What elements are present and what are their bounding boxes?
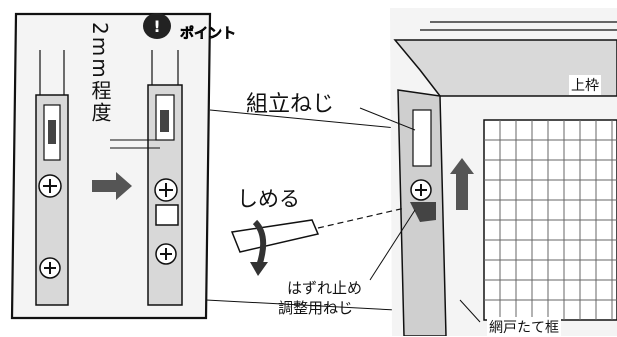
point-badge-icon: !	[143, 13, 171, 39]
right-arrow-icon	[92, 172, 132, 200]
up-arrow-icon	[450, 158, 474, 210]
rail-after	[110, 50, 183, 306]
detail-inset-panel	[10, 12, 212, 320]
main-window-frame	[390, 8, 617, 336]
screwdriver-icon	[230, 207, 406, 253]
screen-mesh	[483, 119, 617, 321]
curved-arrow-icon	[252, 219, 267, 267]
side-frame-label: 網戸たて框	[487, 317, 561, 337]
assembly-screw-label: 組立ねじ	[246, 92, 335, 117]
stopper-label-line1: はずれ止め	[287, 279, 363, 297]
stopper-label-line2: 調整用ねじ	[278, 299, 354, 317]
clearance-label: 2mm程度	[88, 22, 112, 124]
top-frame-label: 上枠	[569, 75, 601, 95]
svg-text:!: !	[153, 17, 160, 36]
tighten-label: しめる	[237, 187, 300, 211]
point-badge-label: ポイント	[180, 26, 237, 43]
rail-before	[35, 50, 69, 306]
